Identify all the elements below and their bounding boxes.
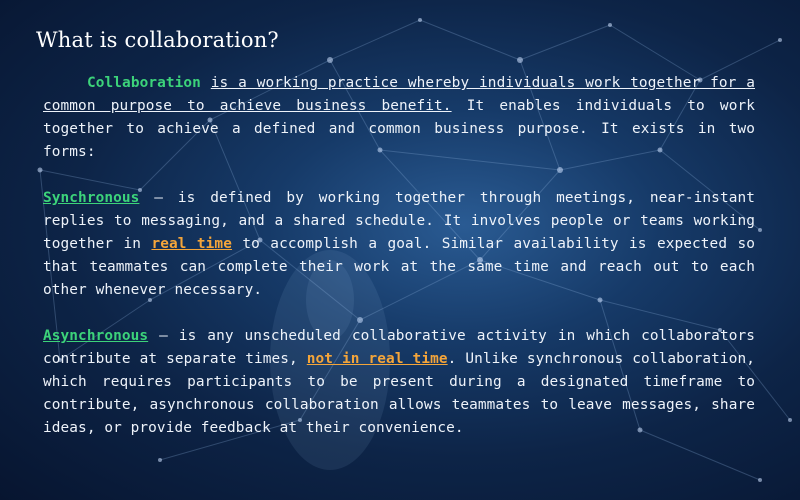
asynchronous-text-1: – is any unscheduled collaborative activ… <box>43 328 755 367</box>
synchronous-text-2: to accomplish a goal. Similar availabili… <box>43 236 756 298</box>
asynchronous-text-2: . Unlike synchronous collaboration, whic… <box>43 351 755 436</box>
collaboration-definition: is a working practice whereby individual… <box>43 75 755 114</box>
highlight-real-time: real time <box>151 236 232 252</box>
term-asynchronous: Asynchronous <box>43 328 149 344</box>
page-title: What is collaboration? <box>36 28 279 52</box>
content-body: Collaboration is a working practice wher… <box>43 72 755 463</box>
term-collaboration: Collaboration <box>87 75 201 91</box>
synchronous-paragraph: Synchronous – is defined by working toge… <box>43 187 755 302</box>
synchronous-text-1: – is defined by working together through… <box>43 190 755 252</box>
term-synchronous: Synchronous <box>43 190 140 206</box>
asynchronous-paragraph: Asynchronous – is any unscheduled collab… <box>43 325 755 440</box>
highlight-not-in-real-time: not in real time <box>306 351 448 367</box>
intro-rest-text: It enables individuals to work together … <box>43 98 755 160</box>
intro-paragraph: Collaboration is a working practice wher… <box>43 72 755 164</box>
